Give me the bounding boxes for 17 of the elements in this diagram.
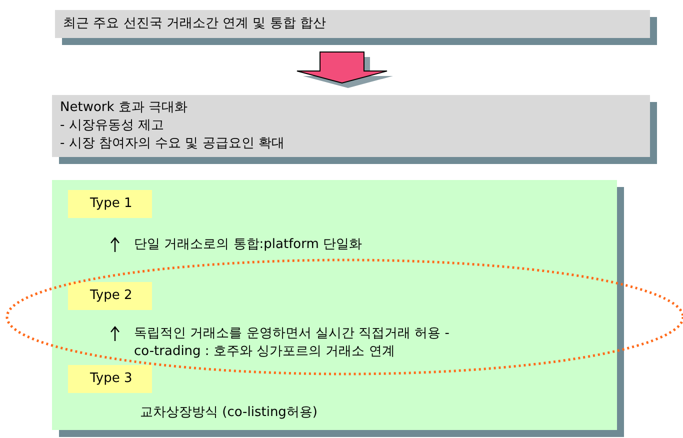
type-label: Type 3 [90,370,130,388]
panel-background [52,180,617,430]
type-label: Type 2 [90,287,130,305]
type-label: Type 1 [90,195,130,213]
bullet-text: - 시장유동성 제고 [60,117,165,135]
type-description: 교차상장방식 (co-listing허용) [140,404,319,422]
text-box [55,10,650,38]
type-label-box [68,190,152,218]
type-label-box [68,365,152,393]
bullet-text: - 시장 참여자의 수요 및 공급요인 확대 [60,135,286,153]
text-box [52,95,650,157]
box-heading: Network 효과 극대화 [60,99,189,117]
type-description: 단일 거래소로의 통합:platform 단일화 [134,236,364,254]
box-heading: 최근 주요 선진국 거래소간 연계 및 통합 합산 [63,15,327,33]
block-arrow [296,52,393,88]
type-label-box [68,282,152,310]
type-description: 독립적인 거래소를 운영하면서 실시간 직접거래 허용 -co-trading : 호주와 싱가포르의 거래소 연계 [134,325,450,361]
